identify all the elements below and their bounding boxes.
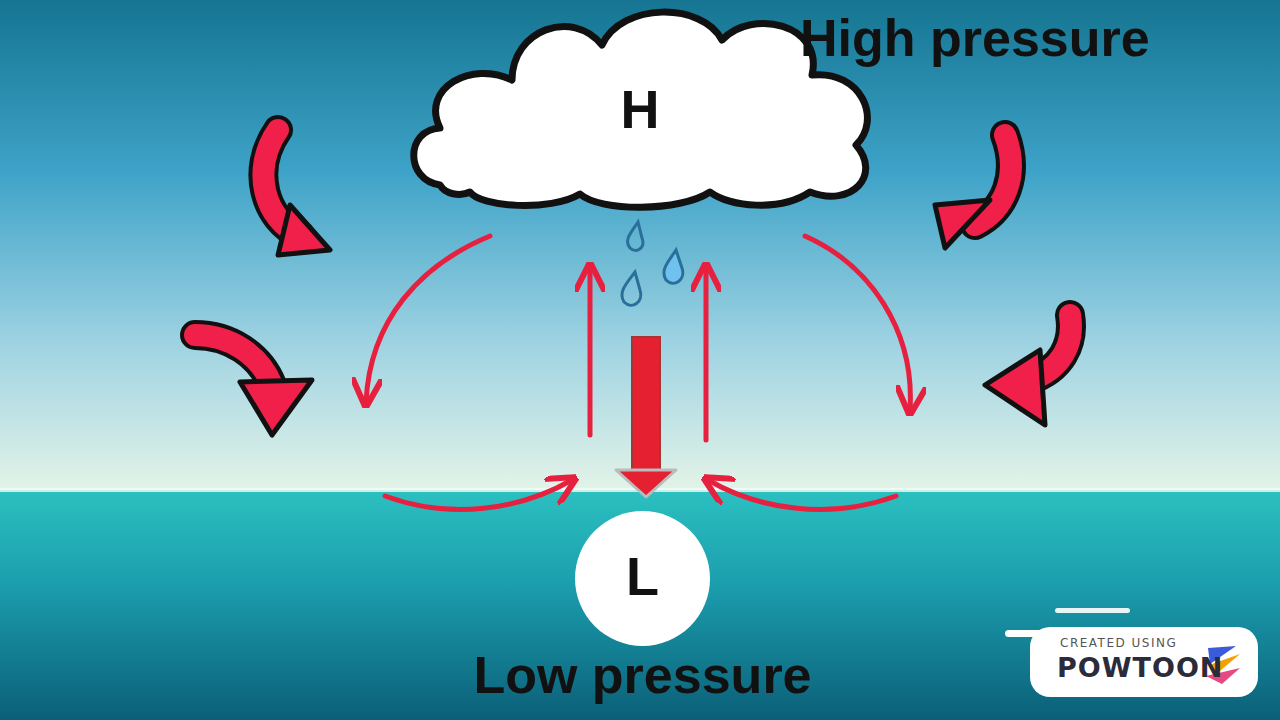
watermark-logo-text: POWTOON [1057,652,1223,683]
descending-arrow [616,337,676,497]
low-pressure-circle: LLow pressure [575,511,710,646]
pressure-heading: High pressure [800,10,1260,67]
watermark-badge [1005,608,1258,697]
watermark-text: CREATED USING [1060,636,1177,650]
pressure-symbol: H [400,80,880,139]
cloud-node: HHigh pressure [400,0,880,215]
raindrops [622,222,683,305]
sea [0,490,1280,720]
pressure-symbol: L [575,547,710,606]
circulation-arrows [366,236,910,509]
pressure-heading: Low pressure [375,647,910,704]
sky [0,0,1280,492]
